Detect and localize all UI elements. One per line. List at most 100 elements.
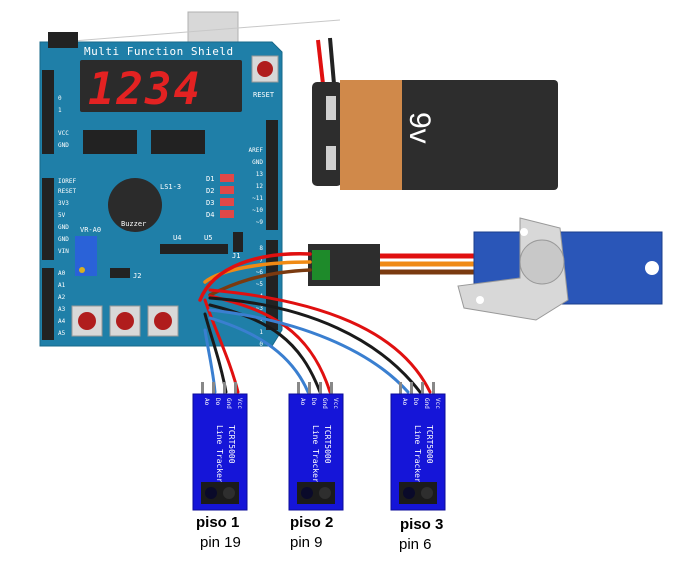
left-pin-label: VCC [58,130,69,137]
left-header-analog [42,268,54,340]
sensor-pin [319,382,322,394]
left-header-top [42,70,54,154]
sensor-pin-label: Vcc [332,398,339,409]
ir-receiver [421,487,433,499]
left-header-power [42,178,54,260]
left-pin-label: A2 [58,294,66,301]
header-j1 [233,232,243,252]
left-pin-label: 1 [58,107,62,114]
sensor-3-pin: pin 6 [399,536,432,553]
right-pin-label: 12 [256,183,264,190]
sensor-pin-label: Vcc [236,398,243,409]
sensor-pin [201,382,204,394]
push-button-label: S1-A1 [73,348,94,356]
sensor-2-pin: pin 9 [290,534,323,551]
sensor-pin [212,382,215,394]
right-pin-label: ~9 [256,219,264,226]
sensor-pin [223,382,226,394]
right-header-top [266,120,278,230]
left-pin-label: A1 [58,282,66,289]
sensor-name: Line Tracker [215,425,224,483]
sensor-name: Line Tracker [413,425,422,483]
pot-screw[interactable] [79,267,85,273]
right-pin-label: 1 [259,329,263,336]
chip-2 [151,130,205,154]
sensor-pin-label: Gnd [225,398,232,409]
right-pin-label: GND [252,159,263,166]
led [220,198,234,206]
sensor-pin [399,382,402,394]
led [220,186,234,194]
usb-line [59,19,341,43]
battery-9v: 9v [312,37,558,190]
right-pin-label: 8 [259,245,263,252]
sensor-pin-label: Do [214,398,221,406]
sensor-pin [421,382,424,394]
left-pin-label: GND [58,236,69,243]
servo-motor [308,217,663,321]
led-label: D3 [206,199,214,207]
sensor-pin-label: Ao [401,398,408,406]
left-pin-label: IOREF [58,178,76,185]
led-label: D4 [206,211,214,219]
ir-led [301,487,313,499]
sensor-pin-label: Gnd [321,398,328,409]
ir-receiver [319,487,331,499]
power-jack [48,32,78,48]
sensor-1-pin: pin 19 [200,534,241,551]
push-button-cap[interactable] [78,312,96,330]
buzzer-id: LS1-3 [160,183,181,191]
right-pin-label: 2 [259,317,263,324]
sensor-pin [297,382,300,394]
right-pin-label: 13 [256,171,264,178]
right-pin-label: 7 [259,257,263,264]
sensor-pin-label: Ao [299,398,306,406]
push-button-cap[interactable] [154,312,172,330]
header-u4-label: U4 [173,234,181,242]
sensor-pin-label: Ao [203,398,210,406]
sensor-pin-label: Do [412,398,419,406]
led-label: D2 [206,187,214,195]
right-pin-label: ~10 [252,207,263,214]
right-pin-label: 0 [259,341,263,348]
header-j2-label: J2 [133,272,141,280]
right-pin-label: ~6 [256,269,264,276]
ir-led [205,487,217,499]
sensor-2-title: piso 2 [290,514,334,531]
pot-label: VR-A0 [80,226,101,234]
sensor-pin [410,382,413,394]
header-j2 [110,268,130,278]
sensor-1-title: piso 1 [196,514,240,531]
led [220,210,234,218]
sensor-model: TCRT5000 [425,425,434,464]
left-pin-label: A4 [58,318,66,325]
left-pin-label: A3 [58,306,66,313]
left-pin-label: 3V3 [58,200,69,207]
right-pin-label: ~11 [252,195,263,202]
push-button-cap[interactable] [116,312,134,330]
chip-1 [83,130,137,154]
sensor-pin [234,382,237,394]
header-u5 [196,244,228,254]
battery-label: 9v [403,112,436,144]
header-u4 [160,244,196,254]
header-j1-label: J1 [232,252,240,260]
left-pin-label: A0 [58,270,66,277]
potentiometer[interactable] [75,236,97,276]
led-label: D1 [206,175,214,183]
shield-title: Multi Function Shield [84,45,234,58]
multi-function-shield: Multi Function Shield 1234 RESET 01VCCGN… [39,32,283,356]
left-pin-label: 5V [58,212,66,219]
left-pin-label: GND [58,224,69,231]
reset-button-cap[interactable] [257,61,273,77]
header-u5-label: U5 [204,234,212,242]
ir-receiver [223,487,235,499]
wires [198,252,432,394]
left-pin-label: GND [58,142,69,149]
led [220,174,234,182]
sensor-pin-label: Vcc [434,398,441,409]
